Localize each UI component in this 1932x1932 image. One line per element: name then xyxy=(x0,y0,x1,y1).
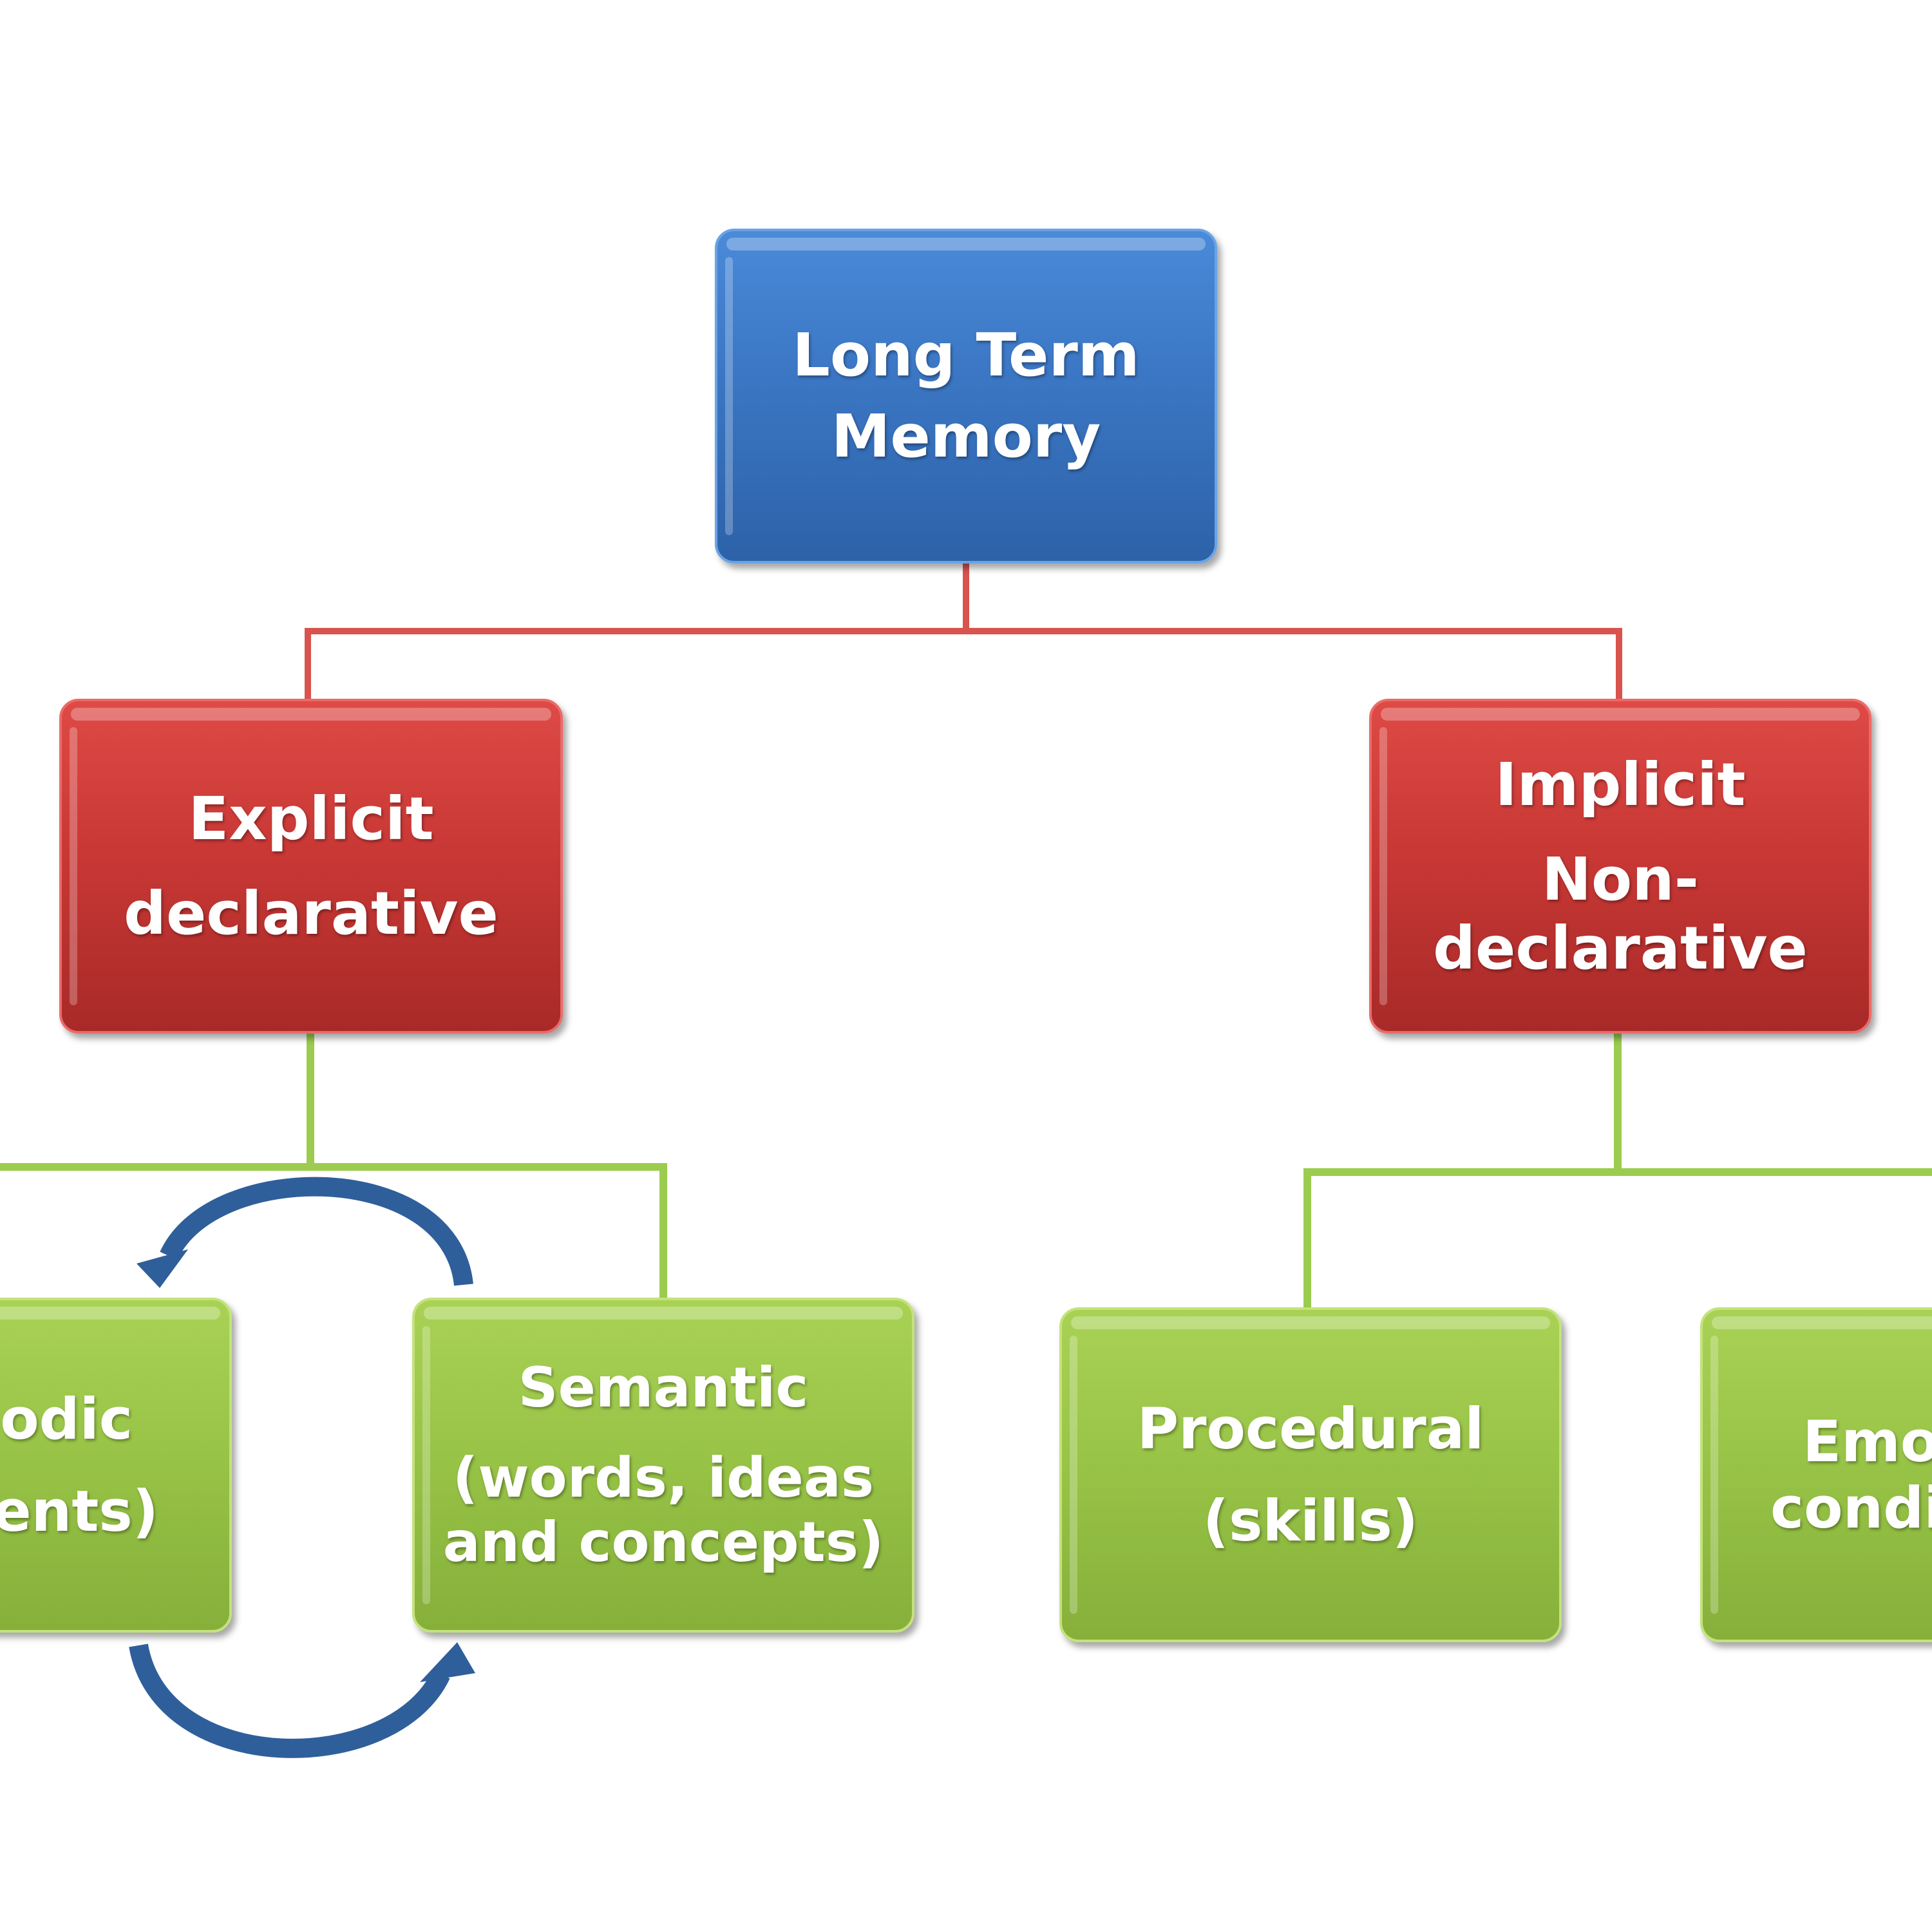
node-label: (words, ideas xyxy=(452,1446,875,1510)
node-label: (skills) xyxy=(1202,1488,1419,1554)
node-label: condit xyxy=(1770,1475,1932,1541)
arrowhead-bottom xyxy=(420,1642,475,1682)
node-label: Explicit xyxy=(188,784,434,853)
node-label: Memory xyxy=(831,402,1101,471)
node-label: Non- xyxy=(1542,844,1699,914)
node-label: and concepts) xyxy=(442,1510,884,1575)
connector-implicit-to-procedural xyxy=(1303,1034,1622,1307)
node-label: Semantic xyxy=(518,1356,809,1420)
node-label: Implicit xyxy=(1495,750,1746,819)
curved-arrow-bottom xyxy=(129,1643,450,1758)
node-label: ents) xyxy=(0,1478,158,1544)
node-procedural: Procedural (skills) xyxy=(1059,1307,1562,1642)
node-label: Emot xyxy=(1803,1408,1932,1475)
node-emotional: Emot condit xyxy=(1700,1307,1932,1642)
node-long-term-memory: Long Term Memory xyxy=(715,229,1217,564)
arrowhead-top xyxy=(137,1249,188,1288)
connector-root-to-explicit xyxy=(305,564,969,699)
connector-explicit-to-semantic xyxy=(310,1163,667,1298)
node-label: declarative xyxy=(124,879,498,948)
node-label: odic xyxy=(0,1386,133,1452)
node-label: declarative xyxy=(1433,913,1808,983)
node-semantic: Semantic (words, ideas and concepts) xyxy=(412,1298,914,1633)
node-explicit: Explicit declarative xyxy=(59,699,563,1034)
connector-explicit-to-children xyxy=(0,1034,314,1171)
node-implicit: Implicit Non- declarative xyxy=(1369,699,1871,1034)
node-label: Long Term xyxy=(792,321,1140,390)
node-episodic: odic ents) xyxy=(0,1298,232,1633)
connector-root-to-implicit xyxy=(966,628,1622,699)
node-label: Procedural xyxy=(1137,1396,1484,1462)
curved-arrow-top xyxy=(160,1177,473,1286)
